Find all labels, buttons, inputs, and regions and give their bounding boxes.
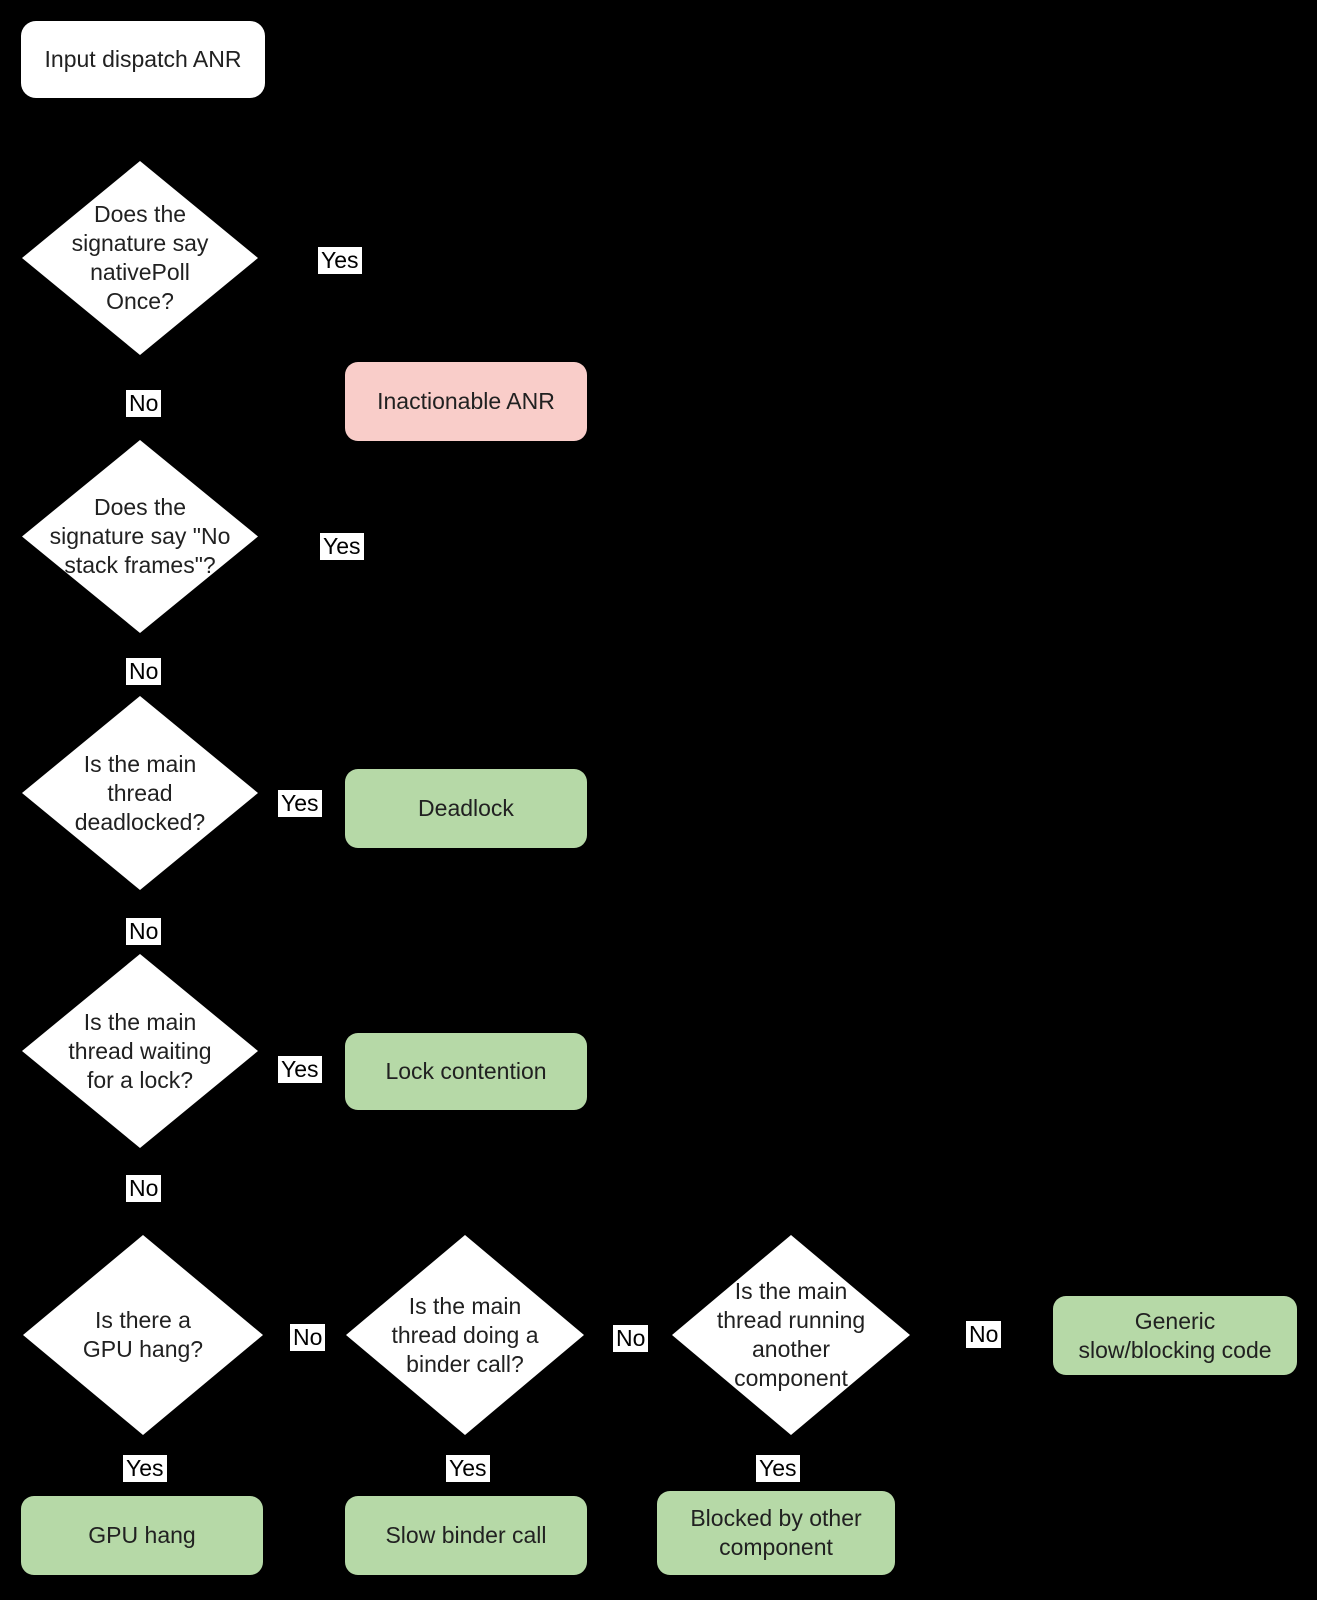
outcome-blocked-by-other-component: Blocked by other component [657, 1491, 895, 1575]
outcome-label: Inactionable ANR [377, 388, 555, 414]
edge-label-yes-another-component: Yes [756, 1455, 800, 1482]
outcome-gpu-hang: GPU hang [21, 1496, 263, 1575]
outcome-generic-slow-blocking-code: Generic slow/blocking code [1053, 1296, 1297, 1375]
edge-label-yes-waiting-lock: Yes [278, 1056, 322, 1083]
decision-label: Is the main thread waiting for a lock? [68, 1008, 212, 1093]
outcome-label: Slow binder call [385, 1522, 547, 1548]
decision-running-another-component: Is the main thread running another compo… [672, 1235, 910, 1435]
decision-native-poll-once: Does the signature say nativePoll Once? [22, 161, 258, 355]
edge-label-no-gpu-hang: No [290, 1324, 326, 1351]
decision-label: Does the signature say nativePoll Once? [71, 201, 209, 314]
decision-gpu-hang: Is there a GPU hang? [23, 1235, 263, 1435]
edge-label-yes-no-stack-frames: Yes [320, 533, 364, 560]
outcome-label: GPU hang [88, 1522, 196, 1548]
edge-label-no-binder-call: No [613, 1325, 649, 1352]
decision-no-stack-frames: Does the signature say "No stack frames"… [22, 440, 258, 633]
edge-label-yes-binder-call: Yes [446, 1455, 490, 1482]
edge-label-yes-deadlocked: Yes [278, 790, 322, 817]
outcome-label: Deadlock [418, 795, 514, 821]
decision-main-thread-deadlocked: Is the main thread deadlocked? [22, 696, 258, 890]
outcome-inactionable-anr: Inactionable ANR [345, 362, 587, 441]
decision-label: Is the main thread doing a binder call? [391, 1292, 539, 1377]
decision-label: Is there a GPU hang? [82, 1307, 204, 1362]
outcome-deadlock: Deadlock [345, 769, 587, 848]
decision-main-thread-waiting-lock: Is the main thread waiting for a lock? [22, 954, 258, 1148]
outcome-slow-binder-call: Slow binder call [345, 1496, 587, 1575]
edge-label-no-deadlocked: No [126, 918, 162, 945]
edge-label-yes-native-poll: Yes [318, 247, 362, 274]
decision-label: Is the main thread running another compo… [716, 1278, 866, 1391]
edge-label-yes-gpu-hang: Yes [123, 1455, 167, 1482]
edge-label-no-waiting-lock: No [126, 1175, 162, 1202]
decision-label: Does the signature say "No stack frames"… [49, 494, 231, 578]
edge-label-no-native-poll: No [126, 390, 162, 417]
decision-binder-call: Is the main thread doing a binder call? [346, 1235, 584, 1435]
decision-label: Is the main thread deadlocked? [74, 750, 206, 835]
edge-label-no-another-component: No [966, 1321, 1002, 1348]
outcome-label: Lock contention [385, 1058, 547, 1084]
start-node-input-dispatch-anr: Input dispatch ANR [21, 21, 265, 98]
start-node-label: Input dispatch ANR [44, 46, 242, 72]
outcome-lock-contention: Lock contention [345, 1033, 587, 1110]
edge-label-no-no-stack-frames: No [126, 658, 162, 685]
outcome-label: Blocked by other component [690, 1505, 862, 1560]
outcome-label: Generic slow/blocking code [1078, 1307, 1272, 1363]
